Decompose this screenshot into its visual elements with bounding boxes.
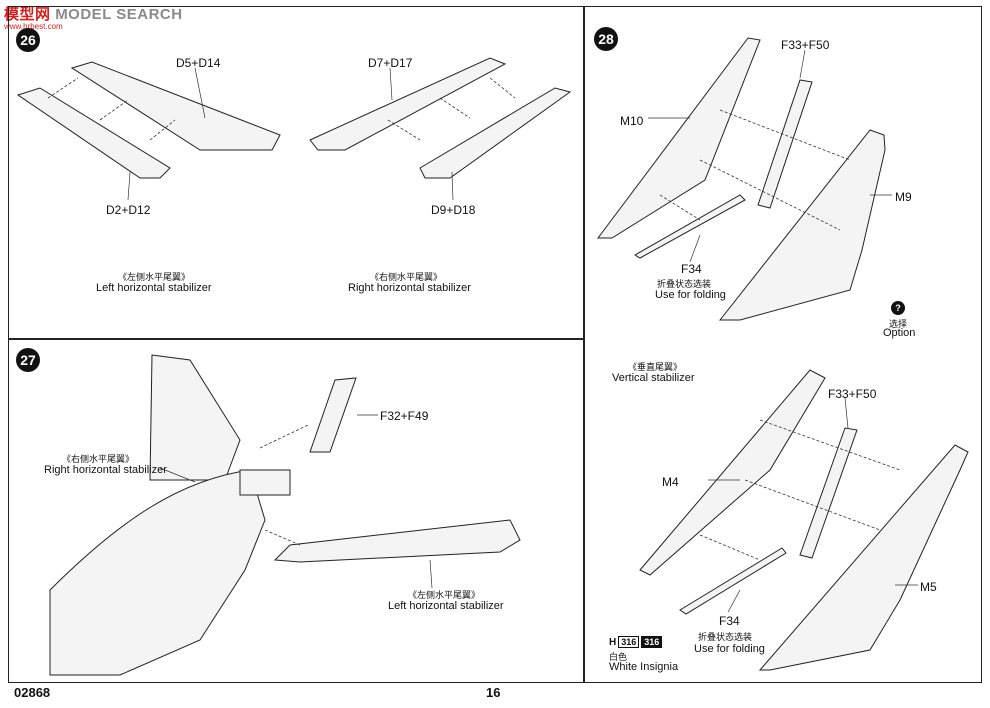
paint-color-en: White Insignia xyxy=(609,661,679,673)
left-stabilizer-drawing xyxy=(16,61,281,201)
label-top-f33-f50: F33+F50 xyxy=(781,38,830,52)
label-m10: M10 xyxy=(620,114,644,128)
label-bottom-f33-f50: F33+F50 xyxy=(828,387,877,401)
watermark-url: www.hrbest.com xyxy=(4,22,63,31)
step27-left-caption-cn: 《左侧水平尾翼》 xyxy=(408,590,481,600)
right-stabilizer-caption-cn: 《右侧水平尾翼》 xyxy=(370,272,443,282)
option-caption-cn: 选择 xyxy=(889,319,908,329)
label-m9: M9 xyxy=(895,190,912,204)
vertical-stabilizer-top-drawing xyxy=(597,37,892,321)
step27-right-caption-cn: 《右侧水平尾翼》 xyxy=(62,454,135,464)
step-27-badge: 27 xyxy=(16,348,40,372)
label-m4: M4 xyxy=(662,475,679,489)
label-bottom-f34: F34 xyxy=(719,614,740,628)
top-folding-caption-cn: 折叠状态选装 xyxy=(657,279,712,289)
bottom-folding-caption-cn: 折叠状态选装 xyxy=(698,632,753,642)
step-26-panel xyxy=(8,6,584,339)
step27-right-caption-en: Right horizontal stabilizer xyxy=(44,464,167,476)
label-d7-d17: D7+D17 xyxy=(368,56,413,70)
paint-code-box-a: 316 xyxy=(618,636,640,648)
vertical-stabilizer-caption-en: Vertical stabilizer xyxy=(612,372,695,384)
right-stabilizer-drawing xyxy=(309,57,572,201)
vertical-stabilizer-caption-cn: 《垂直尾翼》 xyxy=(628,362,683,372)
step-28-badge: 28 xyxy=(594,27,618,51)
watermark-brand-cn: 模型网 xyxy=(4,6,51,23)
watermark-logo: 模型网 MODEL SEARCH xyxy=(4,3,183,24)
right-stabilizer-caption-en: Right horizontal stabilizer xyxy=(348,282,471,294)
left-stabilizer-caption-cn: 《左侧水平尾翼》 xyxy=(118,272,191,282)
option-icon: ? xyxy=(891,301,905,315)
paint-code: H 316 316 xyxy=(609,636,663,648)
option-caption-en: Option xyxy=(883,327,916,339)
label-d5-d14: D5+D14 xyxy=(176,56,221,70)
step27-left-caption-en: Left horizontal stabilizer xyxy=(388,600,504,612)
label-top-f34: F34 xyxy=(681,262,702,276)
top-folding-caption-en: Use for folding xyxy=(655,289,726,301)
bottom-folding-caption-en: Use for folding xyxy=(694,643,765,655)
step-28-panel xyxy=(584,6,982,683)
page-number: 16 xyxy=(486,685,501,700)
aircraft-tail-drawing xyxy=(49,354,521,676)
label-f32-f49: F32+F49 xyxy=(380,409,429,423)
watermark-brand-en: MODEL SEARCH xyxy=(55,6,183,23)
paint-letter: H xyxy=(609,636,617,648)
label-d2-d12: D2+D12 xyxy=(106,203,151,217)
step-26-badge: 26 xyxy=(16,28,40,52)
kit-code: 02868 xyxy=(14,685,51,700)
paint-color-cn: 白色 xyxy=(609,652,628,662)
vertical-stabilizer-bottom-drawing xyxy=(639,369,969,671)
label-d9-d18: D9+D18 xyxy=(431,203,476,217)
paint-code-box-b: 316 xyxy=(641,636,663,648)
label-m5: M5 xyxy=(920,580,937,594)
left-stabilizer-caption-en: Left horizontal stabilizer xyxy=(96,282,212,294)
step-27-panel xyxy=(8,339,584,683)
